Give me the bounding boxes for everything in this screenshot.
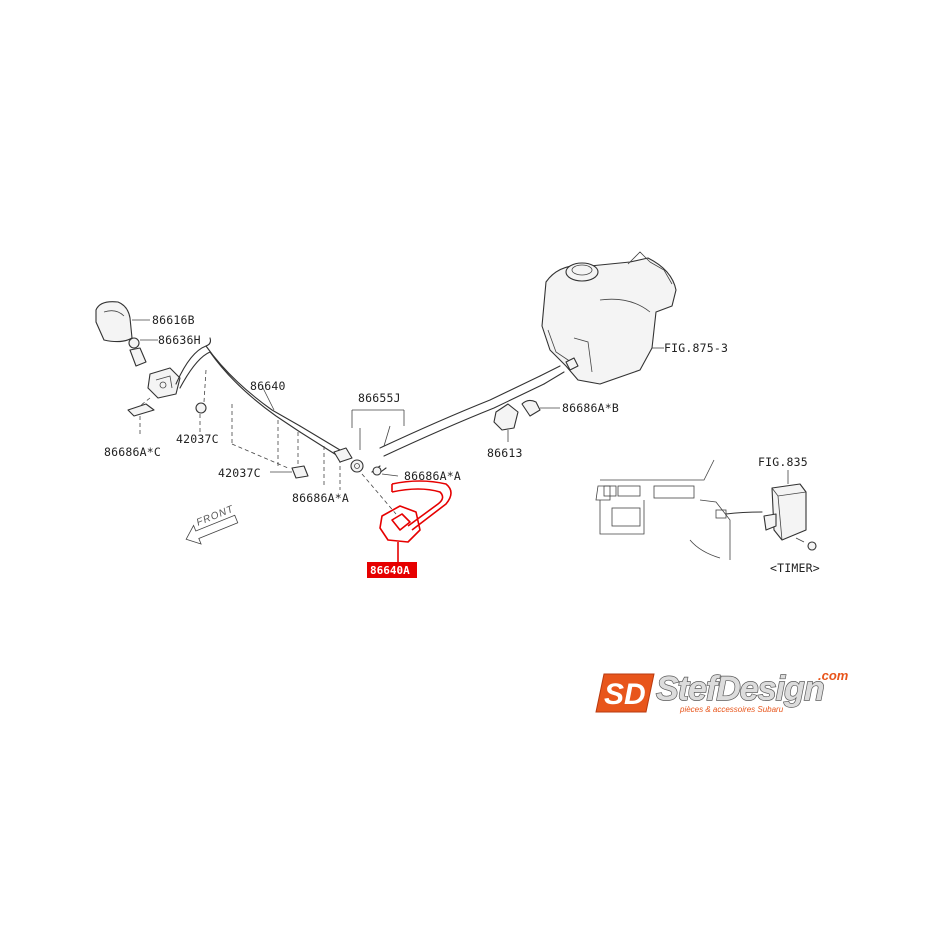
label-86655J: 86655J xyxy=(358,391,401,405)
brand-name: StefDesign xyxy=(656,670,824,708)
logo-badge xyxy=(595,673,655,713)
highlighted-hose-assembly[interactable]: 86640A xyxy=(367,480,452,578)
brand-domain: .com xyxy=(818,668,849,683)
washer-tank-part xyxy=(541,251,677,385)
label-fig-875-3: FIG.875-3 xyxy=(664,341,728,355)
label-86686A-A-2: 86686A*A xyxy=(404,469,461,483)
label-86686A-A-1: 86686A*A xyxy=(292,491,349,505)
label-86640A: 86640A xyxy=(370,564,410,577)
brand-logo: SD StefDesign .com pièces & accessoires … xyxy=(595,668,849,714)
label-42037C-1: 42037C xyxy=(176,432,219,446)
label-86686A-B: 86686A*B xyxy=(562,401,619,415)
nozzle-cap-part xyxy=(95,301,150,343)
label-timer: <TIMER> xyxy=(770,561,820,575)
label-86616B: 86616B xyxy=(152,313,195,327)
logo-letters: SD xyxy=(604,678,646,711)
brand-tagline: pièces & accessoires Subaru xyxy=(679,705,784,714)
front-arrow: FRONT xyxy=(185,504,239,545)
label-fig-835: FIG.835 xyxy=(758,455,808,469)
label-42037C-2: 42037C xyxy=(218,466,261,480)
joint-and-hose-part xyxy=(351,365,565,477)
dashboard-inset xyxy=(595,459,817,560)
label-86636H: 86636H xyxy=(158,333,201,347)
label-86640: 86640 xyxy=(250,379,286,393)
nozzle-bracket-part xyxy=(127,337,181,436)
label-front: FRONT xyxy=(195,504,236,529)
main-hose-part xyxy=(175,337,397,515)
label-86613: 86613 xyxy=(487,446,523,460)
label-86686A-C: 86686A*C xyxy=(104,445,161,459)
